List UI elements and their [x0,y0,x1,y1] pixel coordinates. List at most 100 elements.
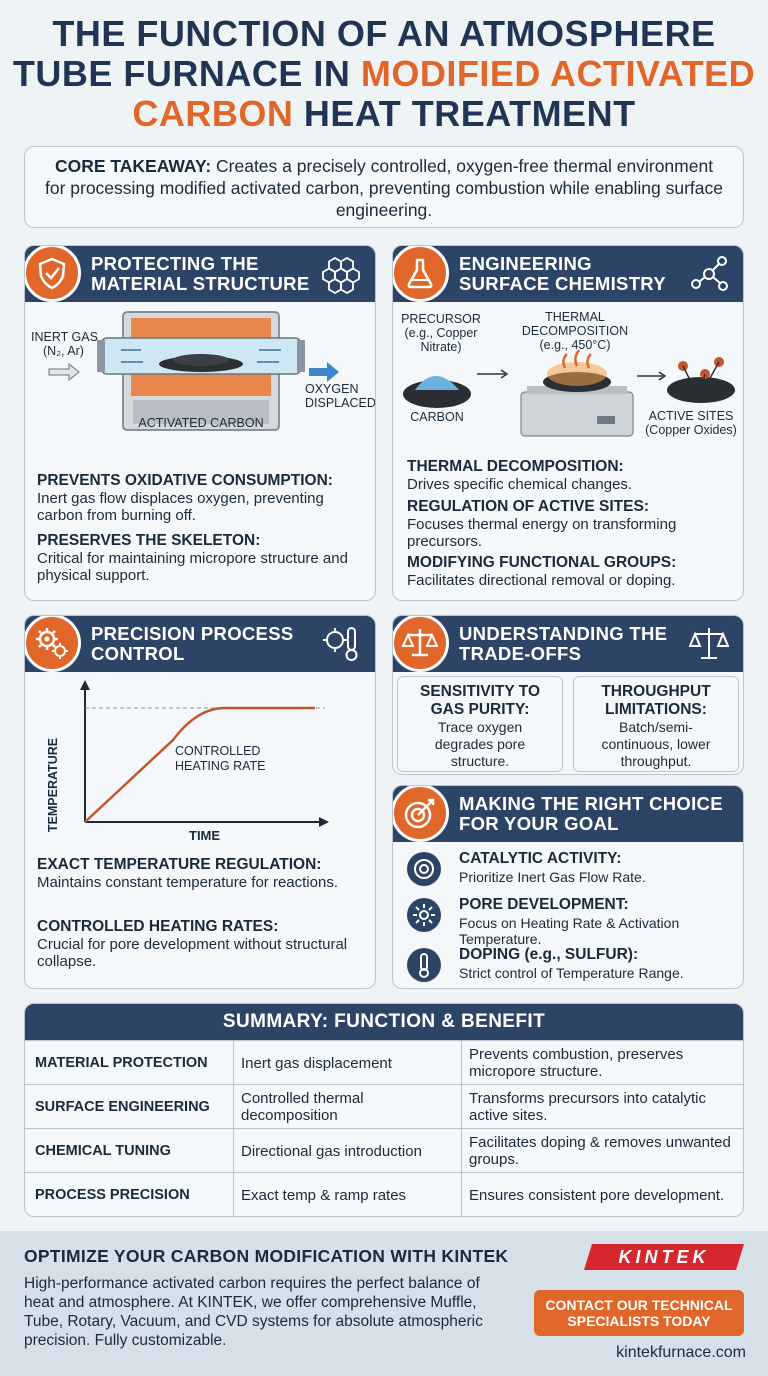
row-method: Controlled thermal decomposition [241,1090,364,1124]
tradeoff-gas-purity: SENSITIVITY TO GAS PURITY: Trace oxygen … [397,676,563,772]
table-row: MATERIAL PROTECTION Inert gas displaceme… [25,1040,743,1085]
title-line-1: THE FUNCTION OF AN ATMOSPHERE [52,13,716,54]
shield-icon [25,246,81,302]
precursor-line-3: Nitrate) [420,340,462,354]
section-body: Critical for maintaining micropore struc… [37,550,348,584]
x-axis-label: TIME [189,828,221,843]
table-row: CHEMICAL TUNING Directional gas introduc… [25,1128,743,1173]
section-body: Focuses thermal energy on transforming p… [407,516,677,550]
card-heading-line-2: SURFACE CHEMISTRY [459,273,666,294]
goal-catalytic-activity: CATALYTIC ACTIVITY: Prioritize Inert Gas… [407,850,743,890]
scales-icon [393,616,449,672]
section-title: REGULATION OF ACTIVE SITES: [407,498,649,515]
surface-section-1: THERMAL DECOMPOSITION: Drives specific c… [407,458,739,493]
thermal-line-1: THERMAL [545,310,605,324]
thermometer-gear-icon [323,627,358,661]
footer-body: High-performance activated carbon requir… [24,1275,483,1349]
section-body: Crucial for pore development without str… [37,936,348,970]
core-takeaway-label: CORE TAKEAWAY: [54,156,212,176]
gears-icon [25,616,81,672]
card-heading-line-1: PROTECTING THE [91,253,259,274]
row-function: MATERIAL PROTECTION [35,1055,208,1071]
goal-title: PORE DEVELOPMENT: [459,896,629,913]
precursor-line-1: PRECURSOR [401,312,481,326]
row-method: Exact temp & ramp rates [241,1186,407,1204]
molecule-icon [691,256,728,291]
row-function: SURFACE ENGINEERING [35,1099,210,1115]
goal-doping: DOPING (e.g., SULFUR): Strict control of… [407,946,743,986]
row-benefit: Transforms precursors into catalytic act… [469,1090,707,1124]
goal-title: CATALYTIC ACTIVITY: [459,850,622,867]
thermometer-icon [407,948,441,982]
goal-body: Focus on Heating Rate & Activation Tempe… [459,915,680,947]
surface-section-2: REGULATION OF ACTIVE SITES: Focuses ther… [407,498,739,550]
tradeoff-title-line-2: GAS PURITY: [430,701,530,718]
sun-burst-icon [407,898,441,932]
tradeoff-title-line-1: THROUGHPUT [601,683,711,700]
protect-section-2: PRESERVES THE SKELETON: Critical for mai… [37,532,371,584]
target-icon [407,852,441,886]
row-method: Directional gas introduction [241,1142,422,1160]
card-heading-line-2: TRADE-OFFS [459,643,582,664]
tube-furnace-illustration [48,311,339,431]
activated-carbon-label: ACTIVATED CARBON [138,416,264,430]
row-function: PROCESS PRECISION [35,1187,190,1203]
section-title: PRESERVES THE SKELETON: [37,532,261,549]
title-line-2a: TUBE FURNACE IN [12,53,361,94]
section-title: EXACT TEMPERATURE REGULATION: [37,856,322,873]
hexagon-lattice-icon [322,256,360,294]
thermal-line-2: DECOMPOSITION [521,324,629,338]
title-line-3a: CARBON [132,93,294,134]
oxygen-text: OXYGEN [305,382,359,396]
website-link[interactable]: kintekfurnace.com [616,1344,746,1361]
goal-body: Strict control of Temperature Range. [459,965,684,981]
thermal-line-3: (e.g., 450°C) [539,338,611,352]
y-axis-label: TEMPERATURE [46,737,60,833]
curve-label-line-1: CONTROLLED [175,744,261,758]
kintek-logo[interactable]: KINTEK [584,1244,744,1270]
goal-title: DOPING (e.g., SULFUR): [459,946,639,963]
row-benefit: Prevents combustion, preserves micropore… [469,1046,684,1080]
contact-specialists-button[interactable]: CONTACT OUR TECHNICAL SPECIALISTS TODAY [534,1290,744,1336]
summary-heading: SUMMARY: FUNCTION & BENEFIT [25,1004,743,1040]
surface-section-3: MODIFYING FUNCTIONAL GROUPS: Facilitates… [407,554,739,589]
section-title: THERMAL DECOMPOSITION: [407,458,624,475]
active-line-2: (Copper Oxides) [645,423,737,437]
tradeoff-title-line-2: LIMITATIONS: [605,701,707,718]
core-takeaway-box: CORE TAKEAWAY: Creates a precisely contr… [24,146,744,228]
precursor-line-2: (e.g., Copper [404,326,478,340]
card-heading-line-2: FOR YOUR GOAL [459,813,619,834]
card-heading-line-2: CONTROL [91,643,185,664]
section-title: MODIFYING FUNCTIONAL GROUPS: [407,554,677,571]
table-row: SURFACE ENGINEERING Controlled thermal d… [25,1084,743,1129]
section-body: Facilitates directional removal or dopin… [407,572,676,589]
section-body: Inert gas flow displaces oxygen, prevent… [37,490,324,524]
page-title: THE FUNCTION OF AN ATMOSPHERE TUBE FURNA… [0,14,768,134]
tradeoff-body: Trace oxygen degrades pore structure. [434,719,526,769]
section-title: PREVENTS OXIDATIVE CONSUMPTION: [37,472,333,489]
heating-rate-chart [80,680,329,827]
row-method: Inert gas displacement [241,1054,392,1072]
carbon-label: CARBON [410,410,464,424]
tradeoff-body: Batch/semi-continuous, lower throughput. [601,719,711,769]
section-title: CONTROLLED HEATING RATES: [37,918,279,935]
row-benefit: Facilitates doping & removes unwanted gr… [469,1134,731,1168]
inert-gas-subtext: (N₂, Ar) [43,344,84,358]
active-sites-label: ACTIVE SITES(Copper Oxides) [641,409,741,437]
inert-gas-label: INERT GAS(N₂, Ar) [31,330,98,358]
precision-section-2: CONTROLLED HEATING RATES: Crucial for po… [37,918,371,970]
section-body: Maintains constant temperature for react… [37,874,338,891]
title-line-2b: MODIFIED ACTIVATED [360,53,756,94]
card-heading-line-1: MAKING THE RIGHT CHOICE [459,793,723,814]
logo-text: KINTEK [619,1247,710,1267]
